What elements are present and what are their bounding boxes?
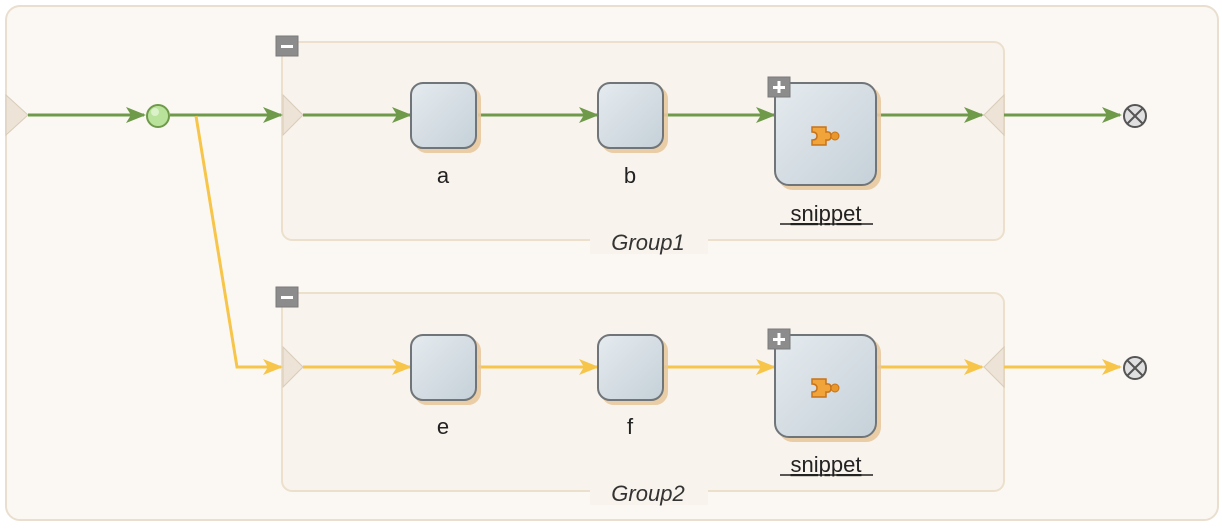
- start-circle-highlight: [151, 108, 159, 116]
- end-node-2[interactable]: [1123, 356, 1147, 380]
- end-node-1[interactable]: [1123, 104, 1147, 128]
- node-f-box[interactable]: [597, 334, 664, 401]
- snippet-node-1[interactable]: [767, 76, 877, 186]
- node-a[interactable]: [410, 82, 477, 149]
- node-b-label: b: [624, 163, 636, 188]
- minus-glyph: [281, 45, 293, 48]
- group-2-label-bg: [590, 479, 708, 505]
- snippet-icon: [811, 378, 840, 398]
- group-1-collapse-button[interactable]: [275, 35, 299, 57]
- snippet-node-2-expand-button[interactable]: [767, 328, 791, 350]
- flow-edge[interactable]: [194, 115, 283, 375]
- snippet-node-1-link[interactable]: snippet: [791, 201, 862, 226]
- node-e-box[interactable]: [410, 334, 477, 401]
- snippet-node-1-expand-button[interactable]: [767, 76, 791, 98]
- snippet-icon: [811, 126, 840, 146]
- node-b-box[interactable]: [597, 82, 664, 149]
- end-x-2: [1126, 359, 1144, 377]
- port-triangle-icon: [5, 93, 29, 137]
- end-x-2: [1126, 107, 1144, 125]
- node-e[interactable]: [410, 334, 477, 401]
- plus-glyph-v: [777, 333, 781, 345]
- plus-glyph-v: [777, 81, 781, 93]
- port-triangle-icon: [282, 345, 304, 389]
- node-a-label: a: [437, 163, 450, 188]
- group-2-collapse-button[interactable]: [275, 286, 299, 308]
- group-1-label-bg: [590, 228, 708, 254]
- node-f[interactable]: [597, 334, 664, 401]
- node-a-box[interactable]: [410, 82, 477, 149]
- group-1-label: Group1: [611, 230, 684, 255]
- node-e-label: e: [437, 414, 449, 439]
- yellow-flow: [194, 115, 1122, 375]
- snippet-node-2[interactable]: [767, 328, 877, 438]
- port-triangle-icon: [282, 93, 304, 137]
- start-node[interactable]: [146, 104, 170, 128]
- snippet-node-2-link[interactable]: snippet: [791, 452, 862, 477]
- start-circle-icon[interactable]: [146, 104, 170, 128]
- group-2-label: Group2: [611, 481, 684, 506]
- minus-glyph: [281, 296, 293, 299]
- node-f-label: f: [627, 414, 634, 439]
- node-b[interactable]: [597, 82, 664, 149]
